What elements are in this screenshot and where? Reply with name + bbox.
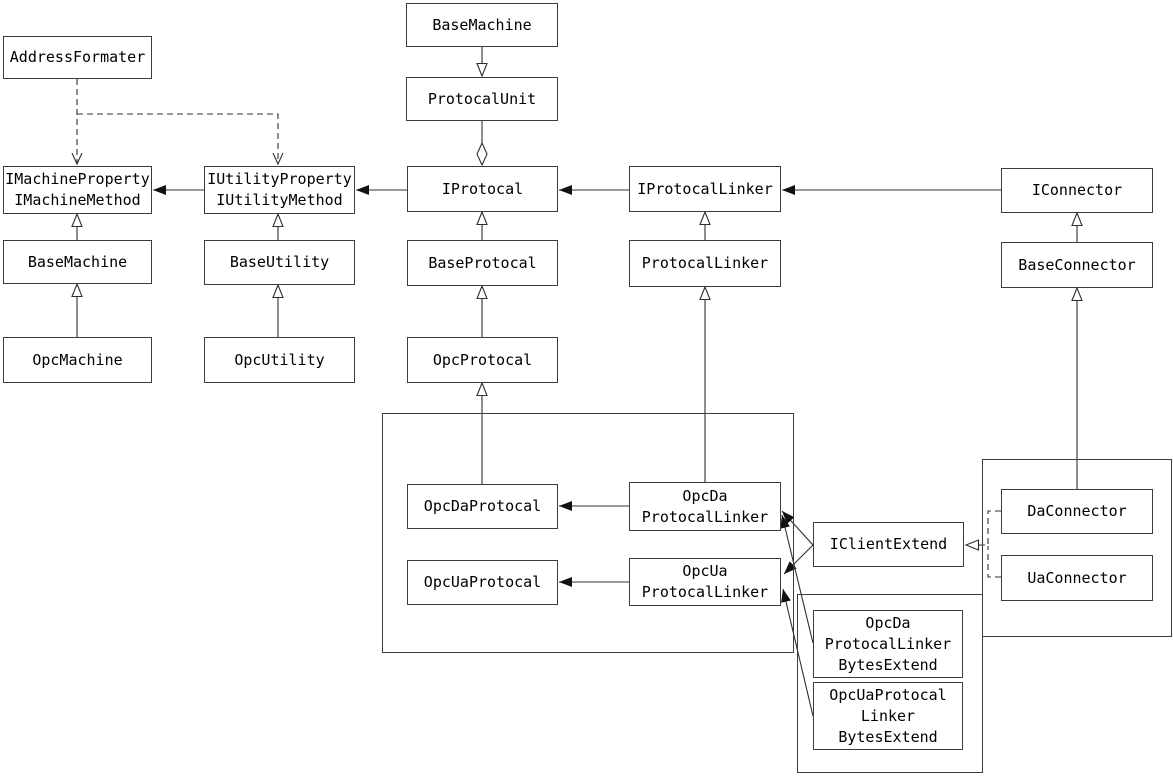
class-box-base-connector: BaseConnector xyxy=(1001,242,1153,288)
edge-opc-da-protocal-linker-bytes-extend-to-opc-da-protocal-linker xyxy=(780,514,814,644)
class-box-label: OpcDa xyxy=(682,486,728,505)
edge-da-connector-to-iclient-extend xyxy=(964,510,1001,551)
class-box-opc-utility: OpcUtility xyxy=(204,337,355,383)
class-box-da-connector: DaConnector xyxy=(1001,489,1153,534)
edge-address-formater-to-iutility-interface xyxy=(77,113,284,166)
group-box-opc-protocal-group xyxy=(382,413,794,653)
class-box-iclient-extend: IClientExtend xyxy=(813,522,964,567)
edge-opc-ua-protocal-linker-bytes-extend-to-opc-ua-protocal-linker xyxy=(781,588,814,717)
class-box-opc-ua-protocal: OpcUaProtocal xyxy=(407,560,558,605)
edge-ua-connector-to-iclient-extend xyxy=(987,546,1001,578)
class-box-label: IProtocalLinker xyxy=(637,179,773,198)
class-box-label: Linker xyxy=(860,706,916,725)
class-box-base-machine: BaseMachine xyxy=(3,240,152,284)
class-box-label: OpcUtility xyxy=(234,350,325,369)
class-box-label: ProtocalLinker xyxy=(641,507,769,526)
class-box-label: IUtilityProperty xyxy=(207,170,352,188)
class-box-label: IProtocal xyxy=(441,179,524,198)
class-box-label: IConnector xyxy=(1031,181,1123,199)
class-box-label: IMachineProperty xyxy=(5,170,150,188)
class-box-label: IClientExtend xyxy=(829,535,948,553)
class-box-iprotocal-linker: IProtocalLinker xyxy=(629,166,781,212)
class-box-label: BytesExtend xyxy=(838,727,938,746)
class-box-base-protocal: BaseProtocal xyxy=(407,240,558,286)
class-box-label: UaConnector xyxy=(1027,568,1127,587)
class-box-label: IMachineMethod xyxy=(14,191,141,209)
edge-iclient-extend-to-opc-ua-protocal-linker xyxy=(783,544,814,575)
class-box-label: OpcUaProtocal xyxy=(423,573,542,591)
class-box-label: BaseConnector xyxy=(1018,255,1136,274)
class-box-label: OpcUa xyxy=(682,562,728,580)
class-box-protocal-linker: ProtocalLinker xyxy=(629,240,781,287)
class-box-iprotocal: IProtocal xyxy=(407,166,558,212)
class-box-opc-da-protocal: OpcDaProtocal xyxy=(407,484,558,529)
class-box-label: OpcUaProtocal xyxy=(829,685,947,704)
class-box-base-machine-top: BaseMachine xyxy=(406,3,558,47)
class-box-label: ProtocalLinker xyxy=(641,254,769,272)
class-box-label: OpcMachine xyxy=(32,350,123,369)
group-box-connector-group xyxy=(982,459,1172,637)
class-box-address-formater: AddressFormater xyxy=(3,36,152,79)
class-box-iconnector: IConnector xyxy=(1001,168,1153,213)
class-box-label: ProtocalLinker xyxy=(641,583,769,601)
class-box-base-utility: BaseUtility xyxy=(204,240,355,285)
class-box-label: OpcProtocal xyxy=(432,350,533,369)
class-box-label: OpcDaProtocal xyxy=(423,497,542,515)
class-box-label: BaseUtility xyxy=(229,253,330,271)
class-box-ua-connector: UaConnector xyxy=(1001,555,1153,601)
class-box-label: ProtocalLinker xyxy=(824,634,952,653)
class-box-label: IUtilityMethod xyxy=(216,191,343,209)
class-box-label: BaseProtocal xyxy=(428,253,537,272)
class-box-opc-machine: OpcMachine xyxy=(3,337,152,383)
class-box-label: BaseMachine xyxy=(27,252,128,271)
class-box-label: BytesExtend xyxy=(838,655,938,674)
group-box-bytes-extend-group xyxy=(797,594,983,773)
class-box-label: BaseMachine xyxy=(432,15,532,34)
class-box-label: OpcDa xyxy=(865,613,911,632)
class-box-label: DaConnector xyxy=(1027,502,1127,520)
class-box-label: ProtocalUnit xyxy=(427,89,537,108)
class-box-label: AddressFormater xyxy=(9,48,146,66)
class-box-opc-protocal: OpcProtocal xyxy=(407,337,558,383)
class-box-protocal-unit: ProtocalUnit xyxy=(406,77,558,121)
